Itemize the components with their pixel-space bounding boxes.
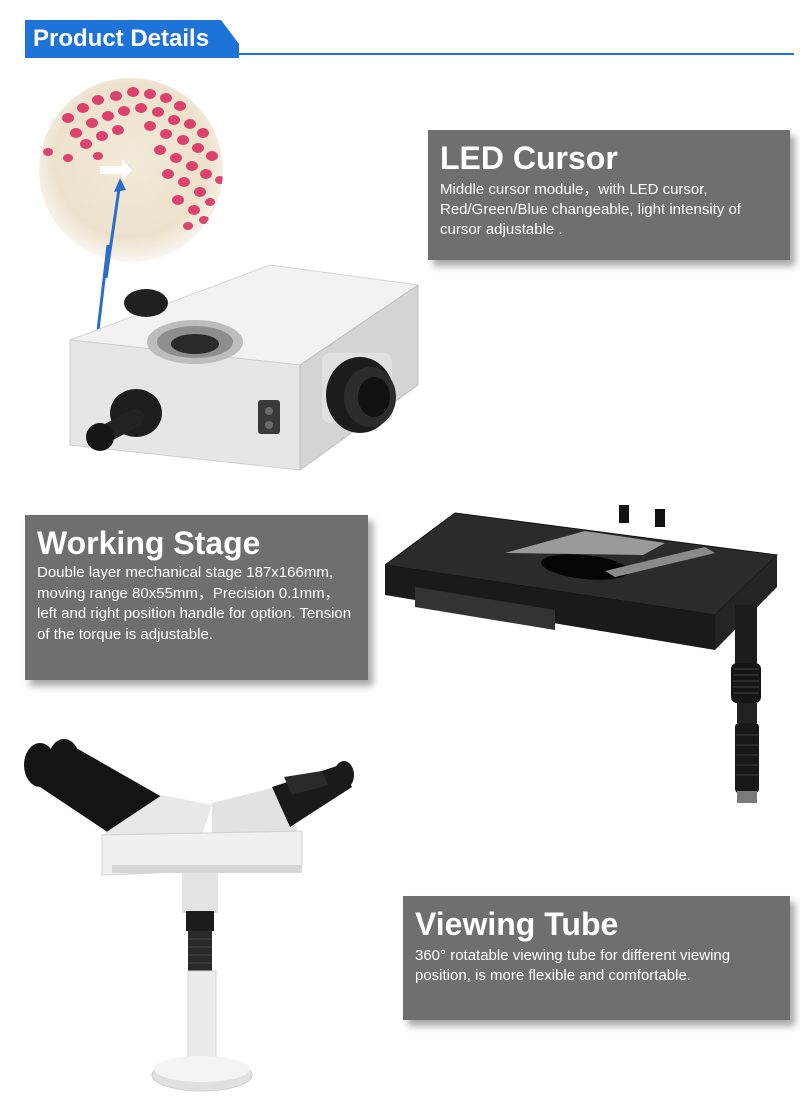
viewing-tube-panel: Viewing Tube 360° rotatable viewing tube… bbox=[403, 896, 790, 1020]
knob-grip-lines bbox=[733, 668, 759, 694]
header-tab: Product Details bbox=[25, 20, 239, 58]
working-stage-panel: Working Stage Double layer mechanical st… bbox=[25, 515, 368, 680]
section-header: Product Details bbox=[0, 0, 800, 60]
viewing-tube-title: Viewing Tube bbox=[415, 906, 619, 942]
working-stage-title: Working Stage bbox=[37, 525, 261, 561]
header-tab-shape bbox=[25, 20, 239, 58]
specimen-view-image bbox=[39, 78, 223, 278]
working-stage-description: Double layer mechanical stage 187x166mm,… bbox=[37, 564, 352, 643]
blood-cells bbox=[43, 87, 223, 230]
led-cursor-title: LED Cursor bbox=[440, 140, 618, 176]
dual-viewing-tube-image bbox=[24, 739, 354, 1092]
mechanical-stage-image bbox=[385, 505, 779, 803]
viewing-tube-description: 360° rotatable viewing tube for differen… bbox=[415, 947, 731, 984]
page-title: Product Details bbox=[33, 25, 210, 52]
pointer-line bbox=[104, 181, 122, 278]
led-cursor-panel: LED Cursor Middle cursor module，with LED… bbox=[428, 130, 790, 260]
cursor-module-image bbox=[69, 245, 420, 471]
led-cursor-arrow bbox=[100, 160, 132, 180]
header-divider bbox=[232, 53, 794, 55]
pointer-arrowhead bbox=[114, 178, 126, 192]
led-cursor-description: Middle cursor module，with LED cursor, Re… bbox=[440, 181, 742, 238]
